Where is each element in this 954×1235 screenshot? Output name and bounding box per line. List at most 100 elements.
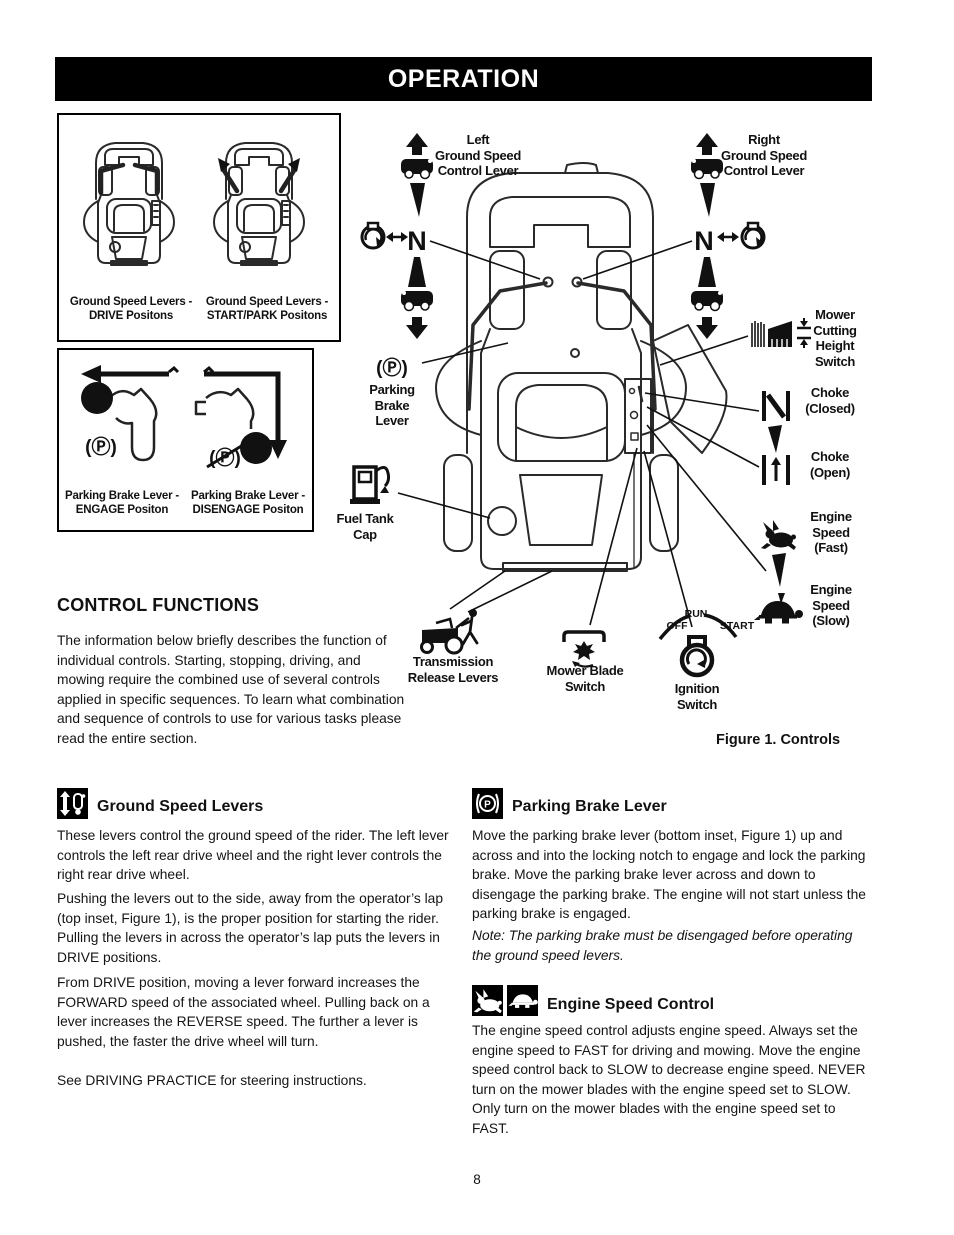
double-arrow-icon-left <box>386 232 408 242</box>
double-arrow-icon-right <box>717 232 739 242</box>
ground-speed-levers-icon <box>57 788 88 819</box>
parking-brake-lever-heading: Parking Brake Lever <box>512 798 667 815</box>
ground-speed-levers-heading: Ground Speed Levers <box>97 798 264 815</box>
ignition-off-label: OFF <box>667 620 689 632</box>
inset-parking-brake-positions: (Ⓟ) (Ⓟ) Parking Brake Lever - ENGAGE Pos… <box>57 348 314 532</box>
figure-caption: Figure 1. Controls <box>716 732 841 748</box>
label-parking-brake-lever: Parking Brake Lever <box>369 382 415 428</box>
tractor-forward-icon <box>691 159 723 180</box>
svg-text:P: P <box>484 800 491 811</box>
control-panel <box>624 378 652 454</box>
ground-speed-levers-p1: These levers control the ground speed of… <box>57 828 449 882</box>
engine-speed-fast-icon <box>472 985 503 1016</box>
engage-knob <box>81 382 113 414</box>
label-fuel-tank-cap: Fuel Tank Cap <box>336 511 394 542</box>
rabbit-icon <box>761 520 796 550</box>
fuel-cap <box>487 506 517 536</box>
right-fender <box>640 340 687 436</box>
label-transmission-release-levers: Transmission Release Levers <box>407 654 499 685</box>
speed-taper-down-icon <box>408 257 426 287</box>
tractor-forward-icon <box>401 159 433 180</box>
choke-open-icon <box>762 455 790 485</box>
label-engine-speed-fast: Engine Speed (Fast) <box>810 509 852 555</box>
engine-cover <box>519 474 603 546</box>
caption-engage-position: Parking Brake Lever - ENGAGE Positon <box>64 490 180 516</box>
reverse-arrow-icon <box>406 317 428 339</box>
ignition-run-label: RUN <box>685 608 708 620</box>
right-footrest <box>596 250 632 330</box>
discharge-chute <box>652 324 728 454</box>
caption-startpark-positions: Ground Speed Levers - START/PARK Positon… <box>205 296 329 322</box>
tractor-reverse-icon <box>401 291 433 312</box>
mower-blade-switch-icon <box>562 630 606 668</box>
forward-arrow-icon <box>406 133 428 155</box>
forward-arrow-icon <box>696 133 718 155</box>
disengage-knob <box>240 432 272 464</box>
inset-parking-brake-drawing <box>81 365 287 464</box>
caption-drive-positions: Ground Speed Levers - DRIVE Positons <box>69 296 193 322</box>
page-number: 8 <box>473 1172 481 1187</box>
cutting-height-icon <box>751 318 811 348</box>
left-lever-indicator-column: N <box>360 133 433 339</box>
engine-speed-control-p1: The engine speed control adjusts engine … <box>472 1023 866 1136</box>
label-choke-closed: Choke (Closed) <box>805 385 855 416</box>
disengage-slash-icon <box>206 443 244 469</box>
inset-ground-speed-drawing <box>83 142 305 266</box>
callout-lines <box>397 240 767 628</box>
ground-speed-levers-p2: Pushing the levers out to the side, away… <box>57 891 444 965</box>
speed-taper-up-icon <box>700 183 715 217</box>
tractor-reverse-icon <box>691 291 723 312</box>
choke-closed-icon <box>762 391 790 421</box>
parking-brake-lever-icon: P <box>472 788 503 819</box>
mini-tractor-drive <box>83 142 175 266</box>
label-right-ground-speed-lever: Right Ground Speed Control Lever <box>721 132 807 178</box>
parking-brake-engage-drawing <box>81 365 180 462</box>
right-lever-indicator-column: N <box>691 133 766 339</box>
fuel-pump-icon <box>350 465 391 504</box>
label-choke-open: Choke (Open) <box>809 449 851 480</box>
parking-brake-lever-p1: Move the parking brake lever (bottom ins… <box>472 828 866 921</box>
right-lever <box>576 281 657 411</box>
parking-brake-lever-note: Note: The parking brake must be disengag… <box>472 928 853 963</box>
mini-tractor-startpark <box>213 142 305 266</box>
caption-disengage-position: Parking Brake Lever - DISENGAGE Positon <box>190 490 306 516</box>
speed-taper-down-icon <box>698 257 716 287</box>
neutral-label-right: N <box>694 226 714 256</box>
tractor-body-outline <box>480 328 642 570</box>
engine-speed-slow-icon <box>507 985 538 1016</box>
label-mower-blade-switch: Mower Blade Switch <box>546 663 624 694</box>
freewheel-icon-right <box>740 221 766 250</box>
label-left-ground-speed-lever: Left Ground Speed Control Lever <box>435 132 521 178</box>
choke-taper-icon <box>768 425 782 453</box>
rear-bumper <box>502 562 628 572</box>
figure-1-controls-drawing: N <box>350 133 811 678</box>
section-header-title: OPERATION <box>387 64 540 93</box>
person-pushing-tractor-icon <box>420 609 479 655</box>
engage-p-symbol: (Ⓟ) <box>85 437 117 458</box>
engage-arrow-icon <box>81 365 101 383</box>
seat <box>497 372 626 462</box>
label-mower-cutting-height-switch: Mower Cutting Height Switch <box>813 307 857 369</box>
control-functions-intro: The information below briefly describes … <box>57 633 405 746</box>
control-functions-heading: CONTROL FUNCTIONS <box>57 595 260 615</box>
lever-out-arrow-right <box>288 158 300 172</box>
neutral-label-left: N <box>407 226 427 256</box>
left-footrest <box>489 250 525 330</box>
section-header-bar: OPERATION <box>55 57 872 101</box>
right-rear-fender <box>649 454 679 552</box>
ground-speed-levers-p4: See DRIVING PRACTICE for steering instru… <box>57 1073 367 1088</box>
freewheel-icon-left <box>360 221 386 250</box>
left-rear-fender <box>443 454 473 552</box>
disengage-arrow-icon <box>269 440 287 459</box>
ignition-start-label: START <box>720 620 755 632</box>
left-fender <box>435 340 482 436</box>
ignition-switch-icon <box>658 613 738 678</box>
ground-speed-levers-p3: From DRIVE position, moving a lever forw… <box>57 975 430 1049</box>
engine-speed-control-heading: Engine Speed Control <box>547 996 715 1013</box>
turtle-icon <box>754 601 803 624</box>
lever-out-arrow-left <box>218 158 230 172</box>
parking-brake-p-symbol: (Ⓟ) <box>376 358 408 379</box>
left-lever <box>467 281 548 411</box>
parking-brake-disengage-drawing <box>194 365 287 464</box>
